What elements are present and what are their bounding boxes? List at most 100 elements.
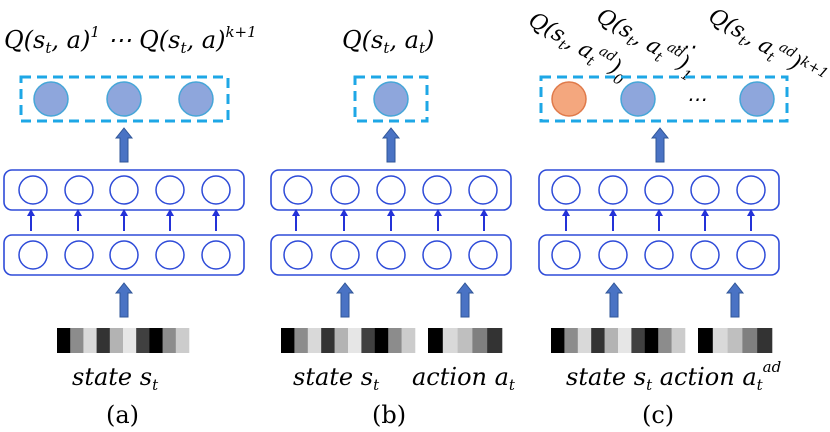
panel-a-hidden-neurons: [18, 175, 231, 205]
q-value-node: [739, 81, 775, 117]
neuron: [283, 240, 313, 270]
bar-cell: [123, 328, 137, 353]
panel-c-input-label: state st action atad: [566, 358, 781, 394]
neuron: [468, 175, 498, 205]
bar-cell: [457, 328, 473, 353]
bar-cell: [577, 328, 592, 353]
q-value-node: [178, 81, 214, 117]
bar-cell: [348, 328, 362, 353]
neuron: [598, 175, 628, 205]
bar-cell: [618, 328, 632, 353]
neuron: [690, 175, 720, 205]
small-up-arrow-icon: [292, 209, 300, 231]
bar-cell: [658, 328, 672, 353]
panel-a-output-box: [19, 75, 230, 123]
neuron: [64, 175, 94, 205]
bar-cell: [83, 328, 97, 353]
up-arrow-icon: [381, 127, 401, 163]
neuron: [155, 175, 185, 205]
panel-b-top-label: Q(st, at): [342, 26, 434, 57]
up-arrow-icon: [114, 127, 134, 163]
bar-cell: [551, 328, 565, 353]
bar-cell: [472, 328, 488, 353]
up-arrow-icon: [604, 282, 624, 318]
bar-cell: [698, 328, 714, 353]
neuron: [18, 240, 48, 270]
neuron: [551, 175, 581, 205]
panel-c-mid-dots: ⋯: [686, 87, 706, 111]
bar-cell: [604, 328, 619, 353]
panel-c-caption: (c): [642, 401, 674, 429]
panel-b-caption: (b): [372, 401, 406, 429]
bar-cell: [591, 328, 605, 353]
q-value-node: [620, 81, 656, 117]
neuron: [736, 175, 766, 205]
panel-a-input-neurons: [18, 240, 231, 270]
neuron: [422, 175, 452, 205]
panel-a-state-bar: [57, 328, 190, 353]
bar-cell: [487, 328, 503, 353]
panel-a-thin-arrows: [27, 209, 220, 231]
bar-cell: [57, 328, 71, 353]
bar-cell: [644, 328, 659, 353]
neuron: [644, 240, 674, 270]
neuron: [155, 240, 185, 270]
panel-b-thin-arrows: [292, 209, 488, 231]
up-arrow-icon: [455, 282, 475, 318]
svg-text:Q(st, at): Q(st, at): [342, 26, 434, 57]
panel-b-state-bar: [281, 328, 416, 353]
bar-cell: [175, 328, 190, 353]
small-up-arrow-icon: [747, 209, 755, 231]
bar-cell: [442, 328, 458, 353]
panel-b-input-layer: [270, 234, 512, 276]
bar-cell: [162, 328, 177, 353]
small-up-arrow-icon: [387, 209, 395, 231]
panel-c-action-bar: [698, 328, 773, 353]
small-up-arrow-icon: [120, 209, 128, 231]
up-arrow-icon: [335, 282, 355, 318]
neuron: [690, 240, 720, 270]
panel-a-input-layer: [3, 234, 245, 276]
svg-text:Q(st, a)1 ⋯ Q(st, a)k+1: Q(st, a)1 ⋯ Q(st, a)k+1: [4, 23, 257, 57]
panel-b: Q(st, at) state st action at (b): [270, 26, 516, 429]
small-up-arrow-icon: [480, 209, 488, 231]
neuron: [644, 175, 674, 205]
panel-c-label-dots: ⋯: [674, 35, 696, 60]
bar-cell: [712, 328, 728, 353]
neuron: [201, 240, 231, 270]
bar-cell: [136, 328, 150, 353]
bar-cell: [96, 328, 111, 353]
neuron: [330, 175, 360, 205]
panel-b-hidden-neurons: [283, 175, 498, 205]
bar-cell: [401, 328, 416, 353]
panel-c-hidden-neurons: [551, 175, 766, 205]
neuron: [201, 175, 231, 205]
up-arrow-icon: [114, 282, 134, 318]
bar-cell: [742, 328, 758, 353]
bar-cell: [374, 328, 389, 353]
panel-b-action-bar: [428, 328, 503, 353]
bar-cell: [321, 328, 335, 353]
panel-c-label-k: Q(st, atad)k+1: [703, 1, 830, 94]
adversarial-q-node: [551, 81, 587, 117]
panel-c-thin-arrows: [562, 209, 755, 231]
small-up-arrow-icon: [166, 209, 174, 231]
small-up-arrow-icon: [562, 209, 570, 231]
bar-cell: [294, 328, 309, 353]
bar-cell: [149, 328, 163, 353]
bar-cell: [671, 328, 686, 353]
panel-c-input-layer: [538, 234, 780, 276]
bar-cell: [388, 328, 402, 353]
panel-c-input-neurons: [551, 240, 766, 270]
small-up-arrow-icon: [655, 209, 663, 231]
q-value-node: [33, 81, 69, 117]
up-arrow-icon: [725, 282, 745, 318]
panel-b-output-box: [353, 75, 429, 123]
panel-a-caption: (a): [106, 401, 139, 429]
bar-cell: [361, 328, 376, 353]
q-value-node: [106, 81, 142, 117]
small-up-arrow-icon: [434, 209, 442, 231]
bar-cell: [757, 328, 773, 353]
panel-a-top-label: Q(st, a)1 ⋯ Q(st, a)k+1: [4, 23, 257, 57]
